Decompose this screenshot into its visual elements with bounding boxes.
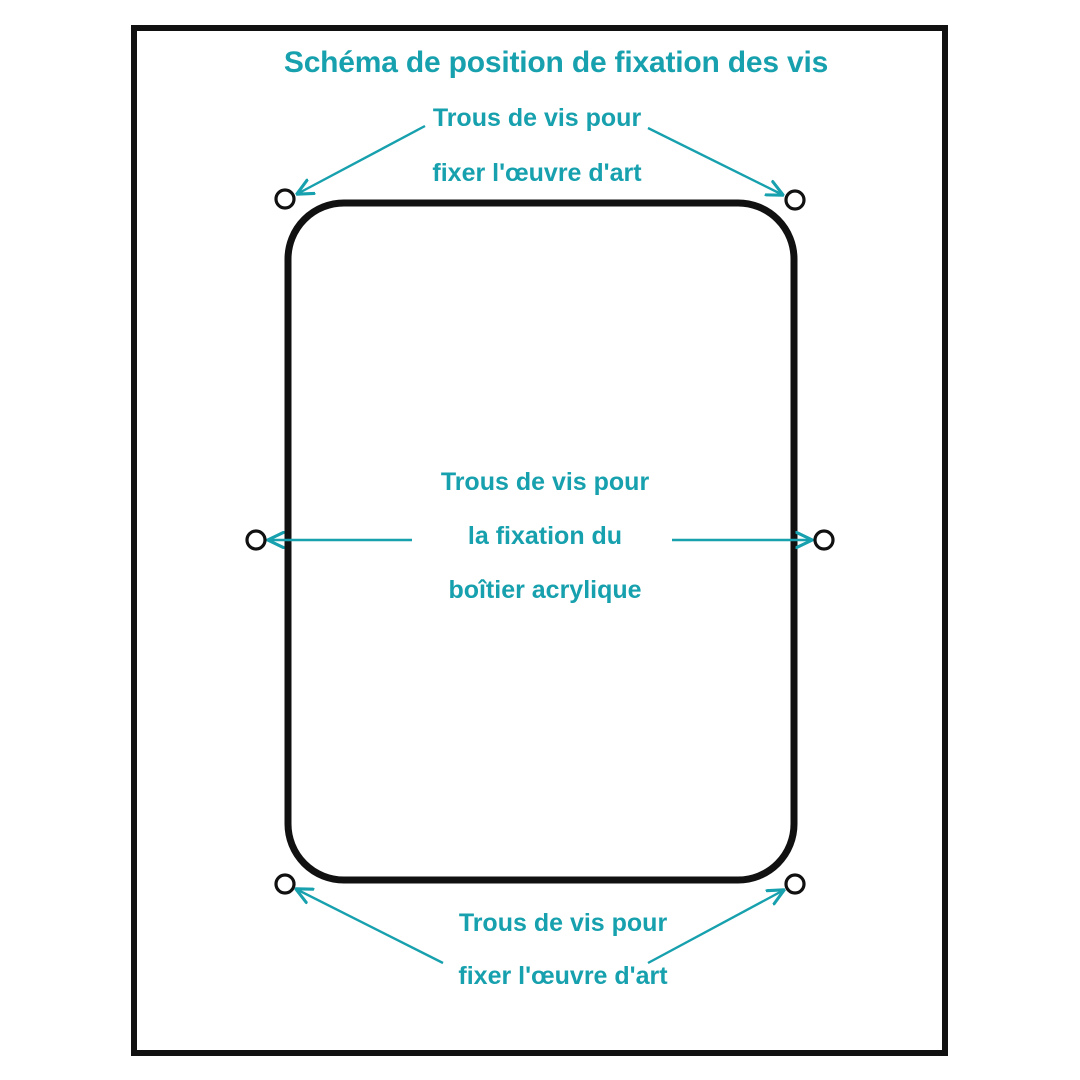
annotation-top-line-2: fixer l'œuvre d'art xyxy=(432,159,642,187)
annotation-top-line-1: Trous de vis pour xyxy=(433,104,642,132)
arrow-to-top-right-hole xyxy=(647,126,783,195)
screw-hole-bottom-left xyxy=(274,873,296,895)
annotation-middle-line-2: la fixation du xyxy=(468,522,622,550)
annotation-middle-line-1: Trous de vis pour xyxy=(441,468,650,496)
annotation-bottom-line-2: fixer l'œuvre d'art xyxy=(458,962,668,990)
screw-hole-middle-right xyxy=(813,529,835,551)
screw-hole-layer xyxy=(245,188,835,895)
artwork-panel-outline xyxy=(284,199,798,884)
screw-hole-bottom-right xyxy=(784,873,806,895)
diagram-title: Schéma de position de fixation des vis xyxy=(284,46,828,79)
screw-hole-top-right xyxy=(784,189,806,211)
arrow-to-bottom-right-hole xyxy=(647,890,784,965)
screw-hole-top-left xyxy=(274,188,296,210)
annotation-bottom-line-1: Trous de vis pour xyxy=(459,909,668,937)
arrow-to-top-left-hole xyxy=(297,124,426,194)
annotation-middle-line-3: boîtier acrylique xyxy=(448,576,641,604)
arrow-to-bottom-left-hole xyxy=(296,889,444,965)
leader-arrow-layer xyxy=(268,124,812,965)
screw-hole-middle-left xyxy=(245,529,267,551)
